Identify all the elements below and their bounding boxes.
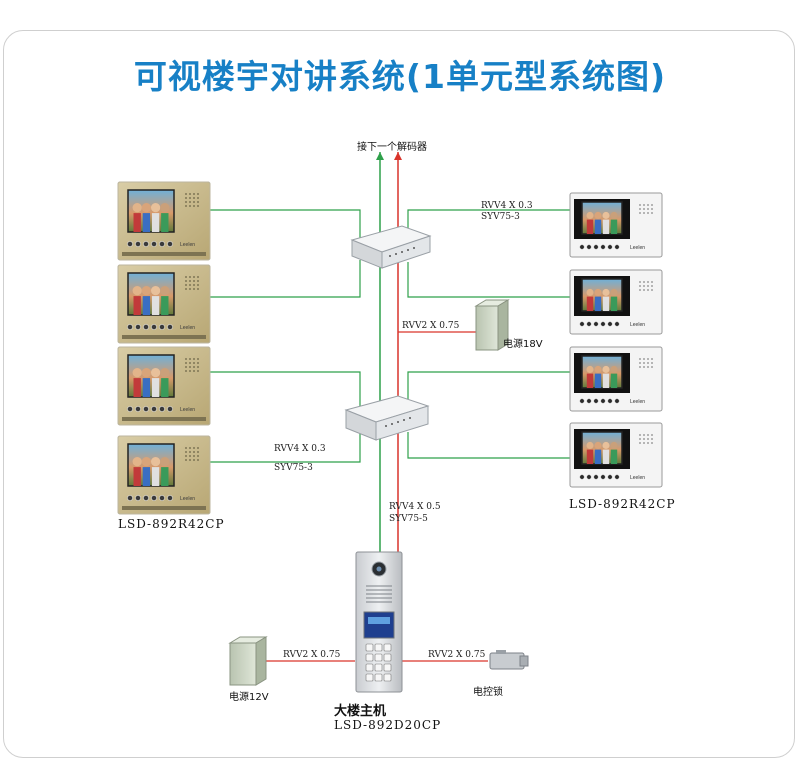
model-label-left: LSD-892R42CP [118, 517, 225, 531]
svg-text:Leelen: Leelen [630, 475, 645, 481]
monitor-white: Leelen [569, 269, 663, 335]
decoder-top [350, 225, 432, 269]
keypad-key [365, 643, 374, 652]
cable-spec-label: RVV4 X 0.3 [481, 201, 533, 211]
cable-spec-label: SYV75-5 [389, 514, 428, 524]
keypad-key [383, 673, 392, 682]
cable-spec-label: RVV4 X 0.5 [389, 502, 441, 512]
decoder-bottom [344, 395, 430, 441]
power-18v-label: 电源18V [503, 339, 543, 350]
keypad-key [374, 663, 383, 672]
electric-lock-icon [489, 650, 529, 670]
border-frame [3, 30, 795, 758]
diagram-title: 可视楼宇对讲系统(1单元型系统图) [133, 57, 667, 96]
lock-label: 电控锁 [473, 687, 503, 698]
monitor-white: Leelen [569, 192, 663, 258]
keypad-key [374, 673, 383, 682]
next-decoder-label: 接下一个解码器 [357, 142, 427, 153]
svg-text:Leelen: Leelen [180, 242, 195, 248]
monitor-white: Leelen [569, 422, 663, 488]
cable-spec-label: SYV75-3 [481, 212, 520, 222]
svg-text:Leelen: Leelen [630, 245, 645, 251]
keypad-key [365, 653, 374, 662]
cable-spec-label: SYV75-3 [274, 463, 313, 473]
svg-text:Leelen: Leelen [630, 399, 645, 405]
cable-spec-label: RVV2 X 0.75 [428, 650, 486, 660]
monitor-gold: Leelen [117, 346, 211, 426]
riser-lines [376, 152, 402, 555]
lcd-display [363, 611, 395, 639]
keypad-key [383, 643, 392, 652]
monitor-gold: Leelen [117, 264, 211, 344]
svg-text:Leelen: Leelen [180, 496, 195, 502]
model-label-right: LSD-892R42CP [569, 497, 676, 511]
main-unit-name: 大楼主机 [334, 704, 387, 719]
svg-text:Leelen: Leelen [630, 322, 645, 328]
keypad-key [383, 653, 392, 662]
keypad [365, 643, 392, 682]
power-supply-18v [474, 299, 510, 351]
right-wires [407, 209, 570, 459]
main-unit-panel [355, 551, 403, 693]
power-12v-label: 电源12V [229, 692, 269, 703]
keypad-key [383, 663, 392, 672]
monitor-gold: Leelen [117, 181, 211, 261]
cable-spec-label: RVV4 X 0.3 [274, 444, 326, 454]
keypad-key [374, 643, 383, 652]
keypad-key [365, 663, 374, 672]
arrow-up-icon [376, 152, 384, 160]
keypad-key [374, 653, 383, 662]
cable-spec-label: RVV2 X 0.75 [283, 650, 341, 660]
monitor-gold: Leelen [117, 435, 211, 515]
svg-text:Leelen: Leelen [180, 407, 195, 413]
cable-spec-label: RVV2 X 0.75 [402, 321, 460, 331]
monitor-white: Leelen [569, 346, 663, 412]
power-supply-12v [228, 636, 268, 686]
left-wires [210, 209, 361, 463]
main-unit-model: LSD-892D20CP [334, 718, 442, 732]
keypad-key [365, 673, 374, 682]
svg-text:Leelen: Leelen [180, 325, 195, 331]
arrow-up-icon [394, 152, 402, 160]
